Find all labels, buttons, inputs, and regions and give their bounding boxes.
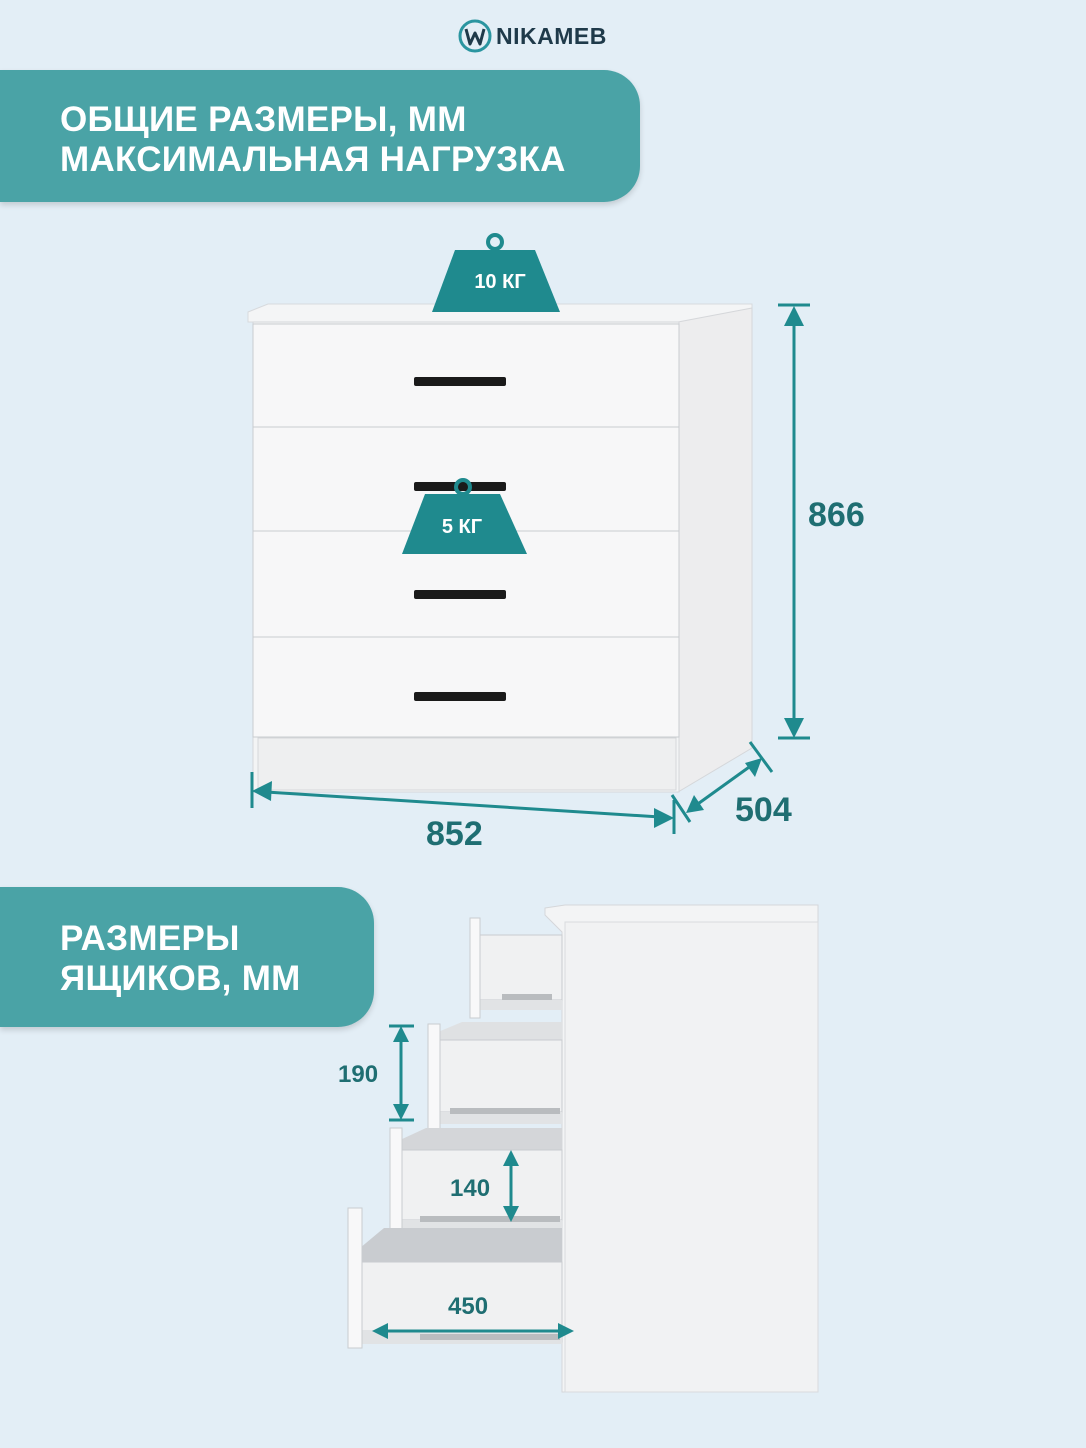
drawer-front-4 <box>252 636 680 738</box>
width-arrow <box>250 772 676 834</box>
inner-height-value: 140 <box>450 1175 491 1202</box>
overall-dimensions-banner: ОБЩИЕ РАЗМЕРЫ, ММ МАКСИМАЛЬНАЯ НАГРУЗКА <box>0 70 640 202</box>
inner-depth-value: 450 <box>448 1293 489 1320</box>
top-load-label: 10 КГ <box>474 271 526 293</box>
banner-title-line1: ОБЩИЕ РАЗМЕРЫ, ММ <box>60 100 467 139</box>
drawer-load-label: 5 КГ <box>441 516 483 538</box>
inner-height-arrow <box>503 1150 519 1222</box>
inner-depth-arrow <box>372 1323 574 1339</box>
height-arrow <box>778 303 810 740</box>
banner-drawers-line2: ЯЩИКОВ, ММ <box>60 959 301 998</box>
depth-arrow <box>670 741 774 823</box>
open-drawer-3 <box>389 1127 563 1247</box>
open-drawer-1 <box>469 917 563 1019</box>
drawer-dimensions-banner: РАЗМЕРЫ ЯЩИКОВ, ММ <box>0 887 374 1027</box>
brand-name: NIKAMEB <box>496 22 607 49</box>
logo-icon <box>458 19 492 53</box>
drawer-front-1 <box>252 323 680 435</box>
facade-height-value: 190 <box>338 1061 379 1088</box>
height-value: 866 <box>808 496 865 534</box>
banner-title-line2: МАКСИМАЛЬНАЯ НАГРУЗКА <box>60 140 566 179</box>
open-drawer-4 <box>347 1207 563 1349</box>
brand-logo: NIKAMEB <box>458 14 628 58</box>
facade-height-arrow <box>389 1024 414 1122</box>
weight-icon-top <box>432 233 560 312</box>
dresser-illustration <box>247 233 810 834</box>
weight-icon-drawer <box>402 478 527 554</box>
width-value: 852 <box>426 815 483 853</box>
open-drawer-2 <box>427 1022 563 1135</box>
banner-drawers-line1: РАЗМЕРЫ <box>60 919 240 958</box>
depth-value: 504 <box>735 791 792 829</box>
